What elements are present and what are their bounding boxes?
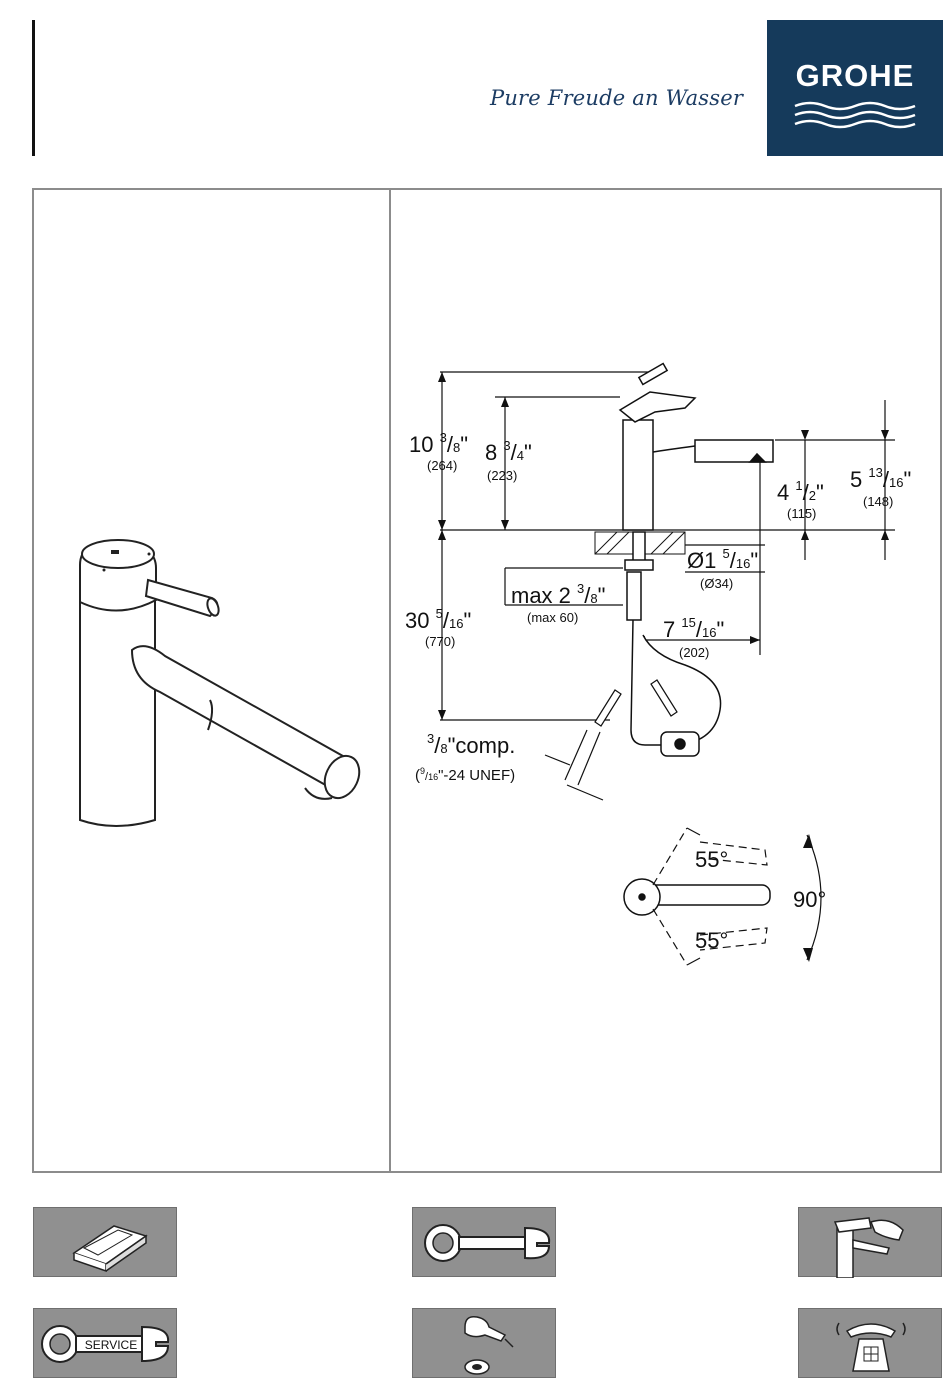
handle-parts-icon — [412, 1308, 556, 1378]
logo-waves-icon — [793, 100, 917, 136]
brand-tagline: Pure Freude an Wasser — [490, 86, 743, 110]
dim-spout-top-metric: (148) — [863, 494, 893, 509]
dim-connection: 3/8"comp. — [427, 731, 515, 758]
cleaning-icon — [798, 1207, 942, 1277]
dim-total-height-metric: (264) — [427, 458, 457, 473]
grohe-logo: GROHE — [767, 20, 943, 156]
telephone-icon — [798, 1308, 942, 1378]
dim-max-deck-metric: (max 60) — [527, 610, 578, 625]
dim-hose-length-metric: (770) — [425, 634, 455, 649]
dim-total-height: 10 3/8" — [409, 430, 468, 457]
dim-hole-diameter: Ø1 5/16" — [687, 546, 758, 573]
spare-parts-box-icon — [33, 1207, 177, 1277]
dim-spout-clearance: 4 1/2" — [777, 478, 824, 505]
faucet-product-illustration — [70, 530, 370, 840]
dim-max-deck: max 2 3/8" — [511, 581, 605, 608]
dim-hose-reach: 7 15/16" — [663, 615, 724, 642]
swivel-angle-total: 90° — [793, 887, 826, 912]
service-label: SERVICE — [85, 1338, 137, 1352]
logo-wordmark: GROHE — [767, 58, 943, 94]
dim-spout-clearance-metric: (115) — [787, 506, 816, 521]
header-rule — [32, 20, 35, 156]
dim-hose-reach-metric: (202) — [679, 645, 709, 660]
swivel-angle-bottom: 55° — [695, 928, 728, 953]
dim-connection-thread: (9/16"-24 UNEF) — [415, 766, 515, 784]
dim-spout-height: 8 3/4" — [485, 438, 532, 465]
dim-hose-length: 30 5/16" — [405, 606, 471, 633]
dim-spout-height-metric: (223) — [487, 468, 517, 483]
wrench-icon — [412, 1207, 556, 1277]
dim-hole-diameter-metric: (Ø34) — [700, 576, 733, 591]
dim-spout-top: 5 13/16" — [850, 465, 911, 492]
service-wrench-icon: SERVICE — [33, 1308, 177, 1378]
swivel-angle-top: 55° — [695, 847, 728, 872]
dimension-drawing: 10 3/8" (264) 8 3/4" (223) 4 1/2" (115) … — [395, 360, 945, 980]
frame-divider — [389, 188, 391, 1173]
